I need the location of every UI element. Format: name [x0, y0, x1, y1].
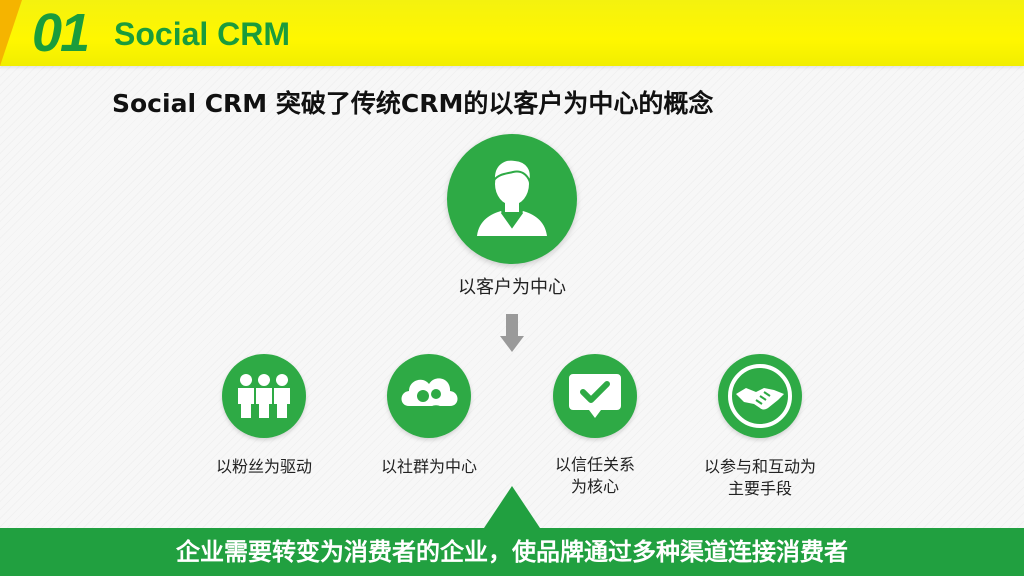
community-cloud-icon [401, 378, 458, 416]
feature-label-line: 为核心 [570, 477, 619, 496]
handshake-icon [728, 364, 792, 428]
header-bar: 01 Social CRM [0, 0, 1024, 66]
slide-title: Social CRM [114, 16, 291, 52]
feature-trust-label: 以信任关系 为核心 [515, 454, 675, 498]
center-label: 以客户为中心 [458, 277, 566, 298]
down-arrow-icon [500, 314, 524, 352]
feature-interaction-circle [718, 354, 802, 438]
feature-community-label: 以社群为中心 [349, 456, 509, 478]
headline: Social CRM 突破了传统CRM的以客户为中心的概念 [112, 89, 714, 118]
customer-avatar-icon [477, 158, 547, 236]
feature-label-line: 主要手段 [727, 479, 792, 498]
slide-number: 01 [32, 3, 90, 63]
fans-group-icon [238, 374, 290, 418]
header-accent [0, 0, 22, 66]
feature-label-line: 以粉丝为驱动 [215, 457, 312, 476]
bottom-pointer [484, 486, 540, 528]
feature-interaction-label: 以参与和互动为 主要手段 [680, 456, 840, 500]
trust-check-icon [569, 374, 621, 418]
feature-fans-label: 以粉丝为驱动 [184, 456, 344, 478]
feature-label-line: 以参与和互动为 [703, 457, 816, 476]
feature-fans-circle [222, 354, 306, 438]
footer-band [0, 528, 1024, 576]
feature-label-line: 以社群为中心 [380, 457, 477, 476]
footer-text: 企业需要转变为消费者的企业，使品牌通过多种渠道连接消费者 [176, 538, 848, 566]
feature-community-circle [387, 354, 471, 438]
feature-label-line: 以信任关系 [554, 455, 635, 474]
center-circle [447, 134, 577, 264]
feature-trust-circle [553, 354, 637, 438]
